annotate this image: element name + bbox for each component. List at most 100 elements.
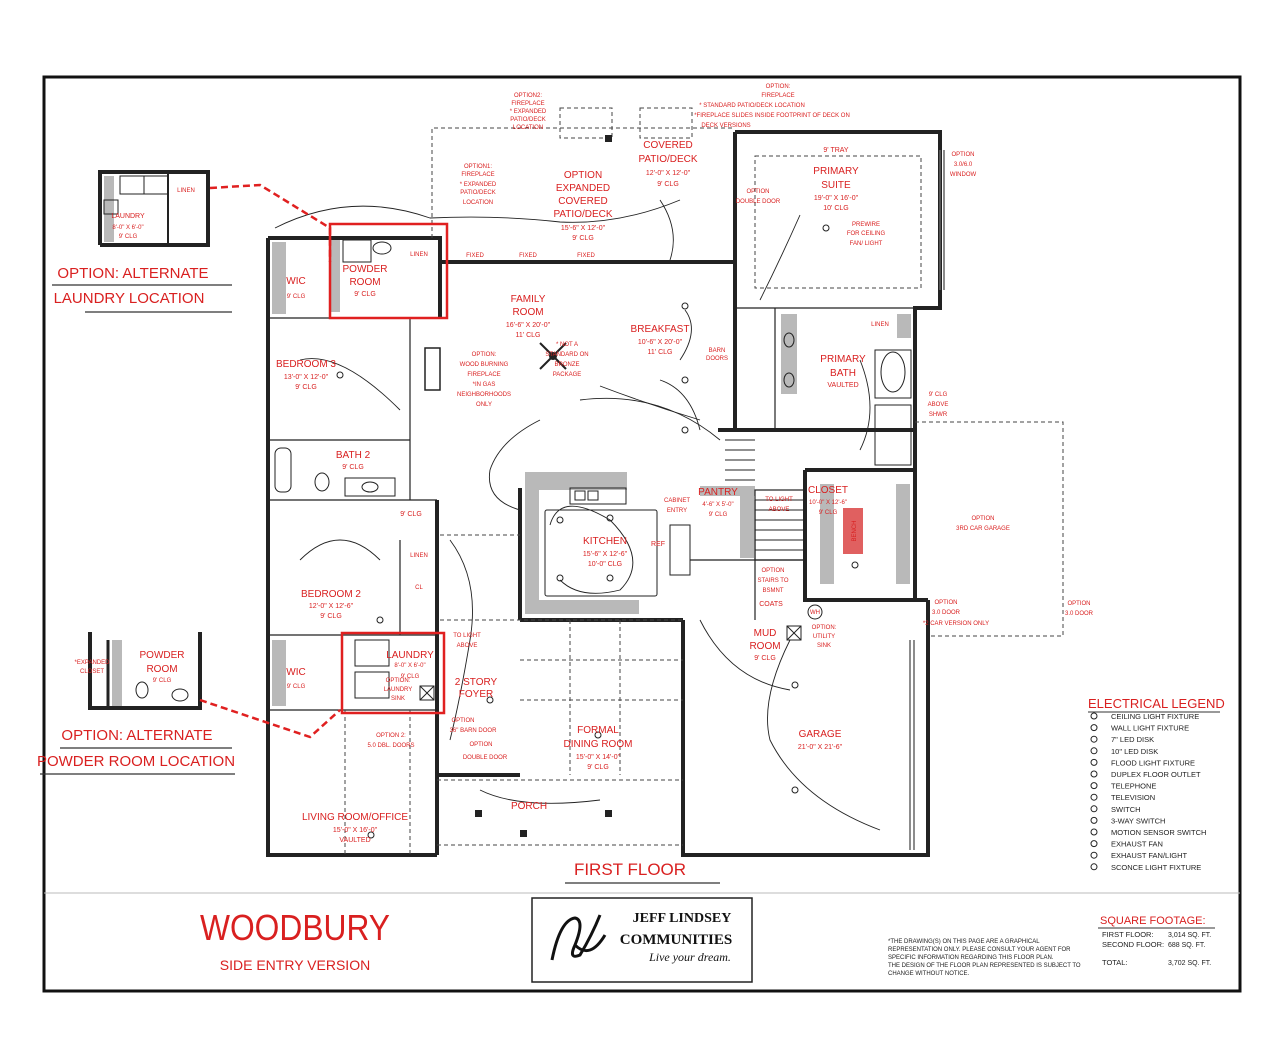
legend-item-label: TELEVISION (1111, 793, 1155, 802)
wh-label: WH (810, 610, 820, 616)
covered-patio-label: COVERED (643, 140, 692, 151)
legend-item-label: CEILING LIGHT FIXTURE (1111, 712, 1199, 721)
closet-label: CLOSET (808, 485, 848, 496)
cabinet-entry-l1: CABINET (664, 498, 690, 504)
electrical-wiring (274, 199, 881, 831)
svg-text:*FIREPLACE SLIDES INSIDE FOOTP: *FIREPLACE SLIDES INSIDE FOOTPRINT OF DE… (694, 113, 850, 119)
living-office-label: LIVING ROOM/OFFICE (302, 812, 408, 823)
legend-symbol-icon (1090, 712, 1098, 720)
svg-text:OPTION2:: OPTION2: (514, 93, 542, 99)
family-room-dim: 16'-6" X 20'-0" (506, 322, 551, 329)
laundry-clg: 9' CLG (401, 674, 420, 680)
alt-laundry-label-line2: LAUNDRY LOCATION (54, 290, 205, 307)
windows (909, 150, 945, 850)
svg-text:ABOVE: ABOVE (928, 402, 949, 408)
svg-text:WINDOW: WINDOW (950, 172, 977, 178)
bedroom2-dim: 12'-0" X 12'-6" (309, 603, 354, 610)
opt-patio-dim: 15'-6" X 12'-0" (561, 225, 606, 232)
svg-text:WOOD BURNING: WOOD BURNING (460, 362, 509, 368)
ceiling-fan-icon (539, 342, 567, 370)
svg-text:BRONZE: BRONZE (554, 362, 579, 368)
closet-clg: 9' CLG (819, 510, 838, 516)
legend-symbol-icon (1090, 828, 1098, 836)
hall-clg-label: 9' CLG (400, 511, 422, 518)
svg-text:3.0 DOOR: 3.0 DOOR (932, 610, 961, 616)
logo-line1: JEFF LINDSEY (633, 911, 732, 926)
light-fixture-markers (336, 135, 859, 839)
svg-text:TO LIGHT: TO LIGHT (765, 497, 793, 503)
svg-text:9' CLG: 9' CLG (929, 392, 948, 398)
bedroom2-clg: 9' CLG (320, 613, 342, 620)
svg-text:FOR CEILING: FOR CEILING (847, 231, 886, 237)
bath2-label: BATH 2 (336, 450, 371, 461)
svg-text:FIREPLACE: FIREPLACE (761, 93, 794, 99)
laundry-label: LAUNDRY (386, 650, 434, 661)
stairs (725, 439, 806, 561)
ref-label: REF (651, 541, 665, 548)
legend-item-label: 3-WAY SWITCH (1111, 816, 1165, 825)
svg-text:* NOT A: * NOT A (556, 342, 578, 348)
company-logo: JEFF LINDSEY COMMUNITIES Live your dream… (531, 897, 753, 983)
svg-text:OPTION: OPTION (951, 152, 974, 158)
inset-laundry-clg: 9' CLG (119, 234, 138, 240)
primary-suite-dim: 19'-0" X 16'-0" (814, 195, 859, 202)
foyer-label: 2 STORY (455, 677, 498, 688)
primary-suite-clg: 10' CLG (823, 205, 848, 212)
legend-item-label: DUPLEX FLOOR OUTLET (1111, 770, 1201, 779)
alternate-laundry-inset (98, 170, 210, 247)
primary-bath-label2: BATH (830, 368, 856, 379)
legend-item-label: EXHAUST FAN/LIGHT (1111, 851, 1188, 860)
legend-symbol-icon (1090, 782, 1098, 790)
legend-item-label: 10" LED DISK (1111, 747, 1158, 756)
svg-text:PREWIRE: PREWIRE (852, 222, 880, 228)
third-car-l2: 3RD CAR GARAGE (956, 526, 1010, 532)
svg-text:OPTION 2:: OPTION 2: (376, 733, 406, 739)
alt-powder-label-line2: POWDER ROOM LOCATION (37, 753, 235, 770)
coats-label: COATS (759, 601, 783, 608)
foyer-label2: FOYER (459, 689, 493, 700)
electrical-legend: ELECTRICAL LEGEND (1088, 696, 1225, 713)
legend-symbol-icon (1090, 851, 1098, 859)
svg-text:FIREPLACE: FIREPLACE (461, 172, 494, 178)
svg-text:OPTION: OPTION (934, 600, 957, 606)
garage-dim: 21'-0" X 21'-6" (798, 744, 843, 751)
svg-text:FIREPLACE: FIREPLACE (467, 372, 500, 378)
legend-symbol-icon (1090, 724, 1098, 732)
primary-suite-label2: SUITE (821, 180, 851, 191)
legend-symbol-icon (1090, 758, 1098, 766)
porch-label: PORCH (511, 801, 547, 812)
wic2-clg: 9' CLG (287, 684, 306, 690)
legend-item-label: TELEPHONE (1111, 782, 1156, 791)
svg-text:36" BARN DOOR: 36" BARN DOOR (450, 728, 497, 734)
legend-symbol-icon (1090, 735, 1098, 743)
pantry-clg: 9' CLG (709, 512, 728, 518)
bedroom3-clg: 9' CLG (295, 384, 317, 391)
svg-text:DECK VERSIONS: DECK VERSIONS (701, 123, 750, 129)
svg-text:SINK: SINK (391, 696, 405, 702)
bedroom3-dim: 13'-0" X 12'-0" (284, 374, 329, 381)
breakfast-dim: 10'-6" X 20'-0" (638, 339, 683, 346)
disclaimer: *THE DRAWING(S) ON THIS PAGE ARE A GRAPH… (888, 939, 1081, 977)
legend-symbol-icon (1090, 793, 1098, 801)
legend-item-label: FLOOD LIGHT FIXTURE (1111, 758, 1195, 767)
third-car-l1: OPTION (971, 516, 994, 522)
covered-patio-dim: 12'-0" X 12'-0" (646, 170, 691, 177)
square-footage: SQUARE FOOTAGE: (1098, 915, 1215, 929)
svg-text:OPTION1:: OPTION1: (464, 164, 492, 170)
svg-text:STANDARD ON: STANDARD ON (545, 352, 588, 358)
svg-text:LOCATION: LOCATION (513, 125, 543, 131)
formal-dining-dim: 15'-0" X 14'-0" (576, 754, 621, 761)
opt-patio-l2: EXPANDED (556, 183, 610, 194)
kitchen-clg: 10'-0" CLG (588, 561, 622, 568)
inset-powder-clg: 9' CLG (153, 678, 172, 684)
formal-dining-label2: DINING ROOM (564, 739, 633, 750)
fixed-label-2: FIXED (519, 253, 537, 259)
svg-text:BSMNT: BSMNT (763, 588, 784, 594)
linen-label-bath: LINEN (871, 322, 889, 328)
covered-patio-clg: 9' CLG (657, 181, 679, 188)
alt-powder-label-line1: OPTION: ALTERNATE (61, 727, 212, 744)
svg-text:OPTION:: OPTION: (766, 84, 791, 90)
primary-bath-vaulted: VAULTED (827, 382, 858, 389)
wic1-label: WIC (286, 276, 305, 287)
